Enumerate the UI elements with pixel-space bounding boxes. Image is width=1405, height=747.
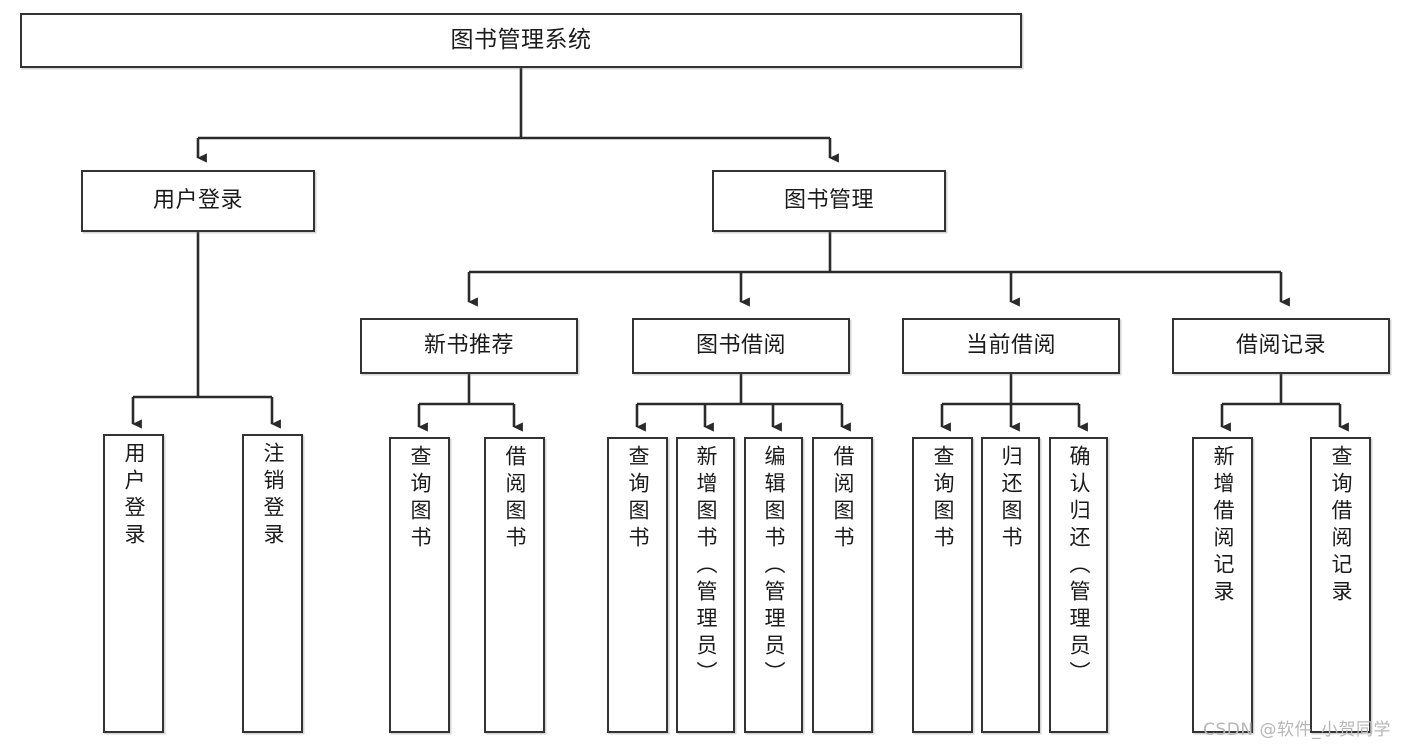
node-label: 注销登录 bbox=[261, 442, 285, 550]
leaf-edit-book-admin[interactable]: 编辑图书（管理员） bbox=[744, 437, 803, 733]
node-user-login[interactable]: 用户登录 bbox=[81, 170, 315, 232]
node-book-management[interactable]: 图书管理 bbox=[712, 170, 946, 232]
node-label: 归还图书 bbox=[999, 445, 1023, 553]
node-label: 借阅图书 bbox=[831, 445, 855, 553]
node-root-book-management-system[interactable]: 图书管理系统 bbox=[20, 13, 1022, 68]
node-label: 新书推荐 bbox=[423, 332, 514, 358]
leaf-logout[interactable]: 注销登录 bbox=[242, 434, 303, 733]
node-label: 查询图书 bbox=[931, 445, 955, 553]
node-label: 新增图书（管理员） bbox=[694, 445, 718, 688]
node-label: 图书借阅 bbox=[695, 332, 786, 358]
leaf-add-book-admin[interactable]: 新增图书（管理员） bbox=[676, 437, 735, 733]
node-borrow-record[interactable]: 借阅记录 bbox=[1172, 318, 1390, 374]
node-label: 查询图书 bbox=[408, 445, 432, 553]
node-new-book-recommendation[interactable]: 新书推荐 bbox=[360, 318, 578, 374]
node-label: 图书管理系统 bbox=[450, 26, 592, 53]
node-label: 当前借阅 bbox=[965, 332, 1056, 358]
node-label: 确认归还（管理员） bbox=[1067, 445, 1091, 688]
leaf-confirm-return-admin[interactable]: 确认归还（管理员） bbox=[1049, 437, 1108, 733]
node-book-borrow[interactable]: 图书借阅 bbox=[632, 318, 850, 374]
leaf-borrow-book-borrow[interactable]: 借阅图书 bbox=[812, 437, 873, 733]
leaf-query-book-borrow[interactable]: 查询图书 bbox=[607, 437, 668, 733]
leaf-borrow-book-recommendation[interactable]: 借阅图书 bbox=[484, 437, 545, 733]
leaf-query-borrow-record[interactable]: 查询借阅记录 bbox=[1310, 437, 1371, 733]
node-current-borrow[interactable]: 当前借阅 bbox=[902, 318, 1120, 374]
node-label: 用户登录 bbox=[122, 442, 146, 550]
node-label: 新增借阅记录 bbox=[1211, 445, 1235, 607]
node-label: 借阅图书 bbox=[503, 445, 527, 553]
leaf-add-borrow-record[interactable]: 新增借阅记录 bbox=[1192, 437, 1253, 733]
node-label: 编辑图书（管理员） bbox=[762, 445, 786, 688]
node-label: 查询图书 bbox=[626, 445, 650, 553]
leaf-user-login[interactable]: 用户登录 bbox=[103, 434, 164, 733]
csdn-watermark: CSDN @软件_小贺同学 bbox=[1203, 720, 1391, 740]
node-label: 图书管理 bbox=[783, 187, 874, 213]
node-label: 借阅记录 bbox=[1235, 332, 1326, 358]
node-label: 用户登录 bbox=[152, 187, 243, 213]
leaf-query-book-recommendation[interactable]: 查询图书 bbox=[389, 437, 450, 733]
leaf-query-book-current[interactable]: 查询图书 bbox=[912, 437, 973, 733]
leaf-return-book[interactable]: 归还图书 bbox=[981, 437, 1040, 733]
node-label: 查询借阅记录 bbox=[1329, 445, 1353, 607]
